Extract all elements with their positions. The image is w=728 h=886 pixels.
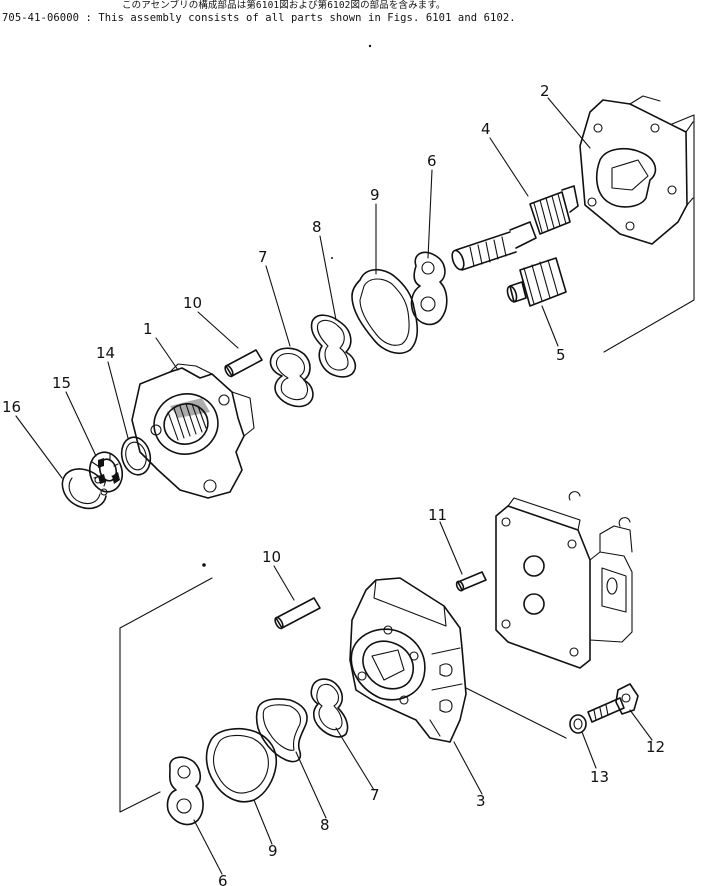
callout-12: 12 [646, 738, 665, 756]
callout-10-lower: 10 [262, 548, 281, 566]
part-6-seal-plate-lower [166, 756, 204, 826]
callout-5: 5 [556, 346, 566, 364]
part-8-seal-lower [255, 698, 308, 763]
part-13-washer [569, 714, 587, 734]
header-english-note: 705-41-06000 : This assembly consists of… [2, 12, 516, 24]
callout-2: 2 [540, 82, 550, 100]
part-2-cover-plate [579, 95, 694, 245]
callout-6-lower: 6 [218, 872, 228, 886]
part-7-seal-upper [269, 347, 314, 408]
part-1-housing [131, 363, 255, 499]
rear-cover-housing [495, 491, 633, 669]
callout-11: 11 [428, 506, 447, 524]
callout-9-lower: 9 [268, 842, 278, 860]
callout-13: 13 [590, 768, 609, 786]
callout-numbers: 2 4 6 9 8 7 10 1 14 15 16 5 10 11 12 13 … [2, 82, 665, 886]
callout-6-upper: 6 [427, 152, 437, 170]
part-12-bolt [587, 683, 639, 723]
callout-15: 15 [52, 374, 71, 392]
callout-7-upper: 7 [258, 248, 268, 266]
part-8-seal-upper [310, 314, 357, 378]
callout-16: 16 [2, 398, 21, 416]
group-bracket-lower [119, 44, 567, 813]
part-9-seal-lower [205, 728, 278, 803]
header-japanese-note: このアセンブリの構成部品は第6101図および第6102図の部品を含みます。 [122, 0, 446, 11]
part-7-seal-lower [310, 678, 349, 738]
callout-3: 3 [476, 792, 486, 810]
callout-8-upper: 8 [312, 218, 322, 236]
part-3-gear-case [349, 577, 467, 743]
callout-9-upper: 9 [370, 186, 380, 204]
group-bracket-upper [603, 114, 695, 353]
part-4-drive-shaft [451, 185, 579, 271]
part-11-pin [455, 571, 487, 592]
part-15-bearing [88, 451, 124, 493]
part-6-seal-plate-upper [410, 251, 448, 326]
part-10-pin-upper [224, 349, 263, 378]
callout-7-lower: 7 [370, 786, 380, 804]
part-5-driven-gear [506, 257, 567, 307]
part-14-o-ring [120, 436, 152, 476]
callout-10-upper: 10 [183, 294, 202, 312]
part-16-snap-ring [61, 468, 108, 510]
leader-lines [15, 97, 653, 875]
callout-8-lower: 8 [320, 816, 330, 834]
callout-1: 1 [143, 320, 153, 338]
part-9-seal-upper [351, 268, 419, 355]
callout-14: 14 [96, 344, 115, 362]
callout-4: 4 [481, 120, 491, 138]
part-10-pin-lower [274, 597, 321, 630]
